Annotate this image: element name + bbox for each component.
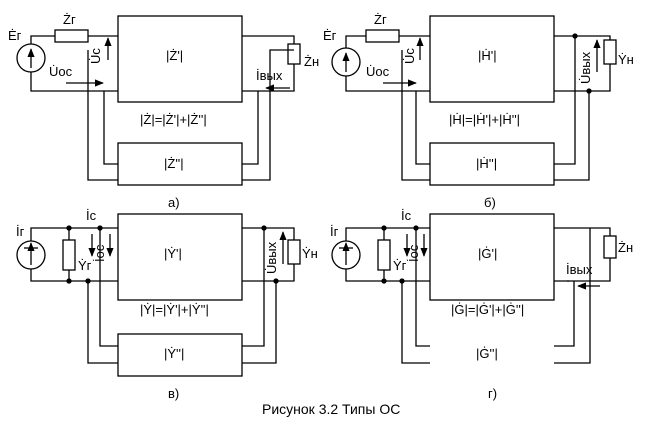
output-label: U̇вых xyxy=(578,51,593,84)
source-label: İг xyxy=(16,224,25,239)
subfigure-label: а) xyxy=(168,195,180,210)
main-block-d xyxy=(429,213,555,301)
source-admittance xyxy=(377,239,391,271)
load-admittance xyxy=(287,239,301,265)
source-impedance-label: Żг xyxy=(63,12,76,27)
output-label: İвых xyxy=(256,68,283,83)
output-label: U̇вых xyxy=(264,241,279,274)
load-admittance xyxy=(603,39,617,65)
feedback-block-c xyxy=(117,333,243,377)
main-block-b xyxy=(429,15,555,103)
source-admittance-label: Ẏг xyxy=(393,258,407,273)
subfigure-label: в) xyxy=(168,386,179,401)
source-admittance xyxy=(62,239,76,271)
panel-b xyxy=(331,15,617,186)
source-label: Ėг xyxy=(8,28,22,43)
main-block-label: |Ġ'| xyxy=(478,246,497,261)
feedback-signal-label: İос xyxy=(92,244,107,262)
main-block-label: |Ḣ'| xyxy=(478,48,497,63)
feedback-block-b xyxy=(429,142,555,186)
load-label: Ẏн xyxy=(302,246,318,261)
main-block-a xyxy=(117,15,243,103)
feedback-signal-label: U̇ос xyxy=(49,64,73,79)
panel-a xyxy=(16,15,301,186)
figure-caption: Рисунок 3.2 Типы ОС xyxy=(262,401,400,417)
feedback-signal-label: İос xyxy=(406,244,421,262)
equation: |Ġ|=|Ġ'|+|Ġ''| xyxy=(451,302,524,317)
load-impedance xyxy=(603,235,617,259)
feedback-block-a xyxy=(117,142,243,186)
source-label: İг xyxy=(330,224,339,239)
feedback-block-label: |Ġ''| xyxy=(476,346,498,361)
feedback-signal-label: U̇ос xyxy=(366,64,390,79)
source-impedance-label: Żг xyxy=(374,12,387,27)
load-label: Żн xyxy=(304,54,319,69)
source-impedance xyxy=(54,29,89,43)
load-label: Ẏн xyxy=(618,52,634,67)
load-label: Żн xyxy=(618,240,633,255)
output-label: İвых xyxy=(566,262,593,277)
equation: |Ḣ|=|Ḣ'|+|Ḣ''| xyxy=(449,112,520,127)
input-top-label: İс xyxy=(401,208,412,223)
source-admittance-label: Ẏг xyxy=(78,258,92,273)
equation: |Ż|=|Ż'|+|Ż''| xyxy=(140,112,207,127)
panel-d xyxy=(331,213,617,364)
feedback-block-label: |Ż''| xyxy=(164,156,184,171)
input-voltage-label: U̇с xyxy=(88,48,103,64)
main-block-label: |Ż'| xyxy=(166,48,183,63)
feedback-block-label: |Ẏ''| xyxy=(164,346,184,361)
subfigure-label: г) xyxy=(488,386,497,401)
subfigure-label: б) xyxy=(484,195,496,210)
input-top-label: İс xyxy=(86,208,97,223)
source-label: Ėг xyxy=(323,28,337,43)
feedback-block-label: |Ḣ''| xyxy=(476,156,497,171)
main-block-label: |Ẏ'| xyxy=(164,246,182,261)
main-block-c xyxy=(117,213,243,301)
input-voltage-label: U̇с xyxy=(402,48,417,64)
equation: |Ẏ|=|Ẏ'|+|Ẏ''| xyxy=(140,302,209,317)
panel-c xyxy=(16,213,301,377)
load-impedance xyxy=(287,43,301,65)
source-impedance xyxy=(365,29,400,43)
